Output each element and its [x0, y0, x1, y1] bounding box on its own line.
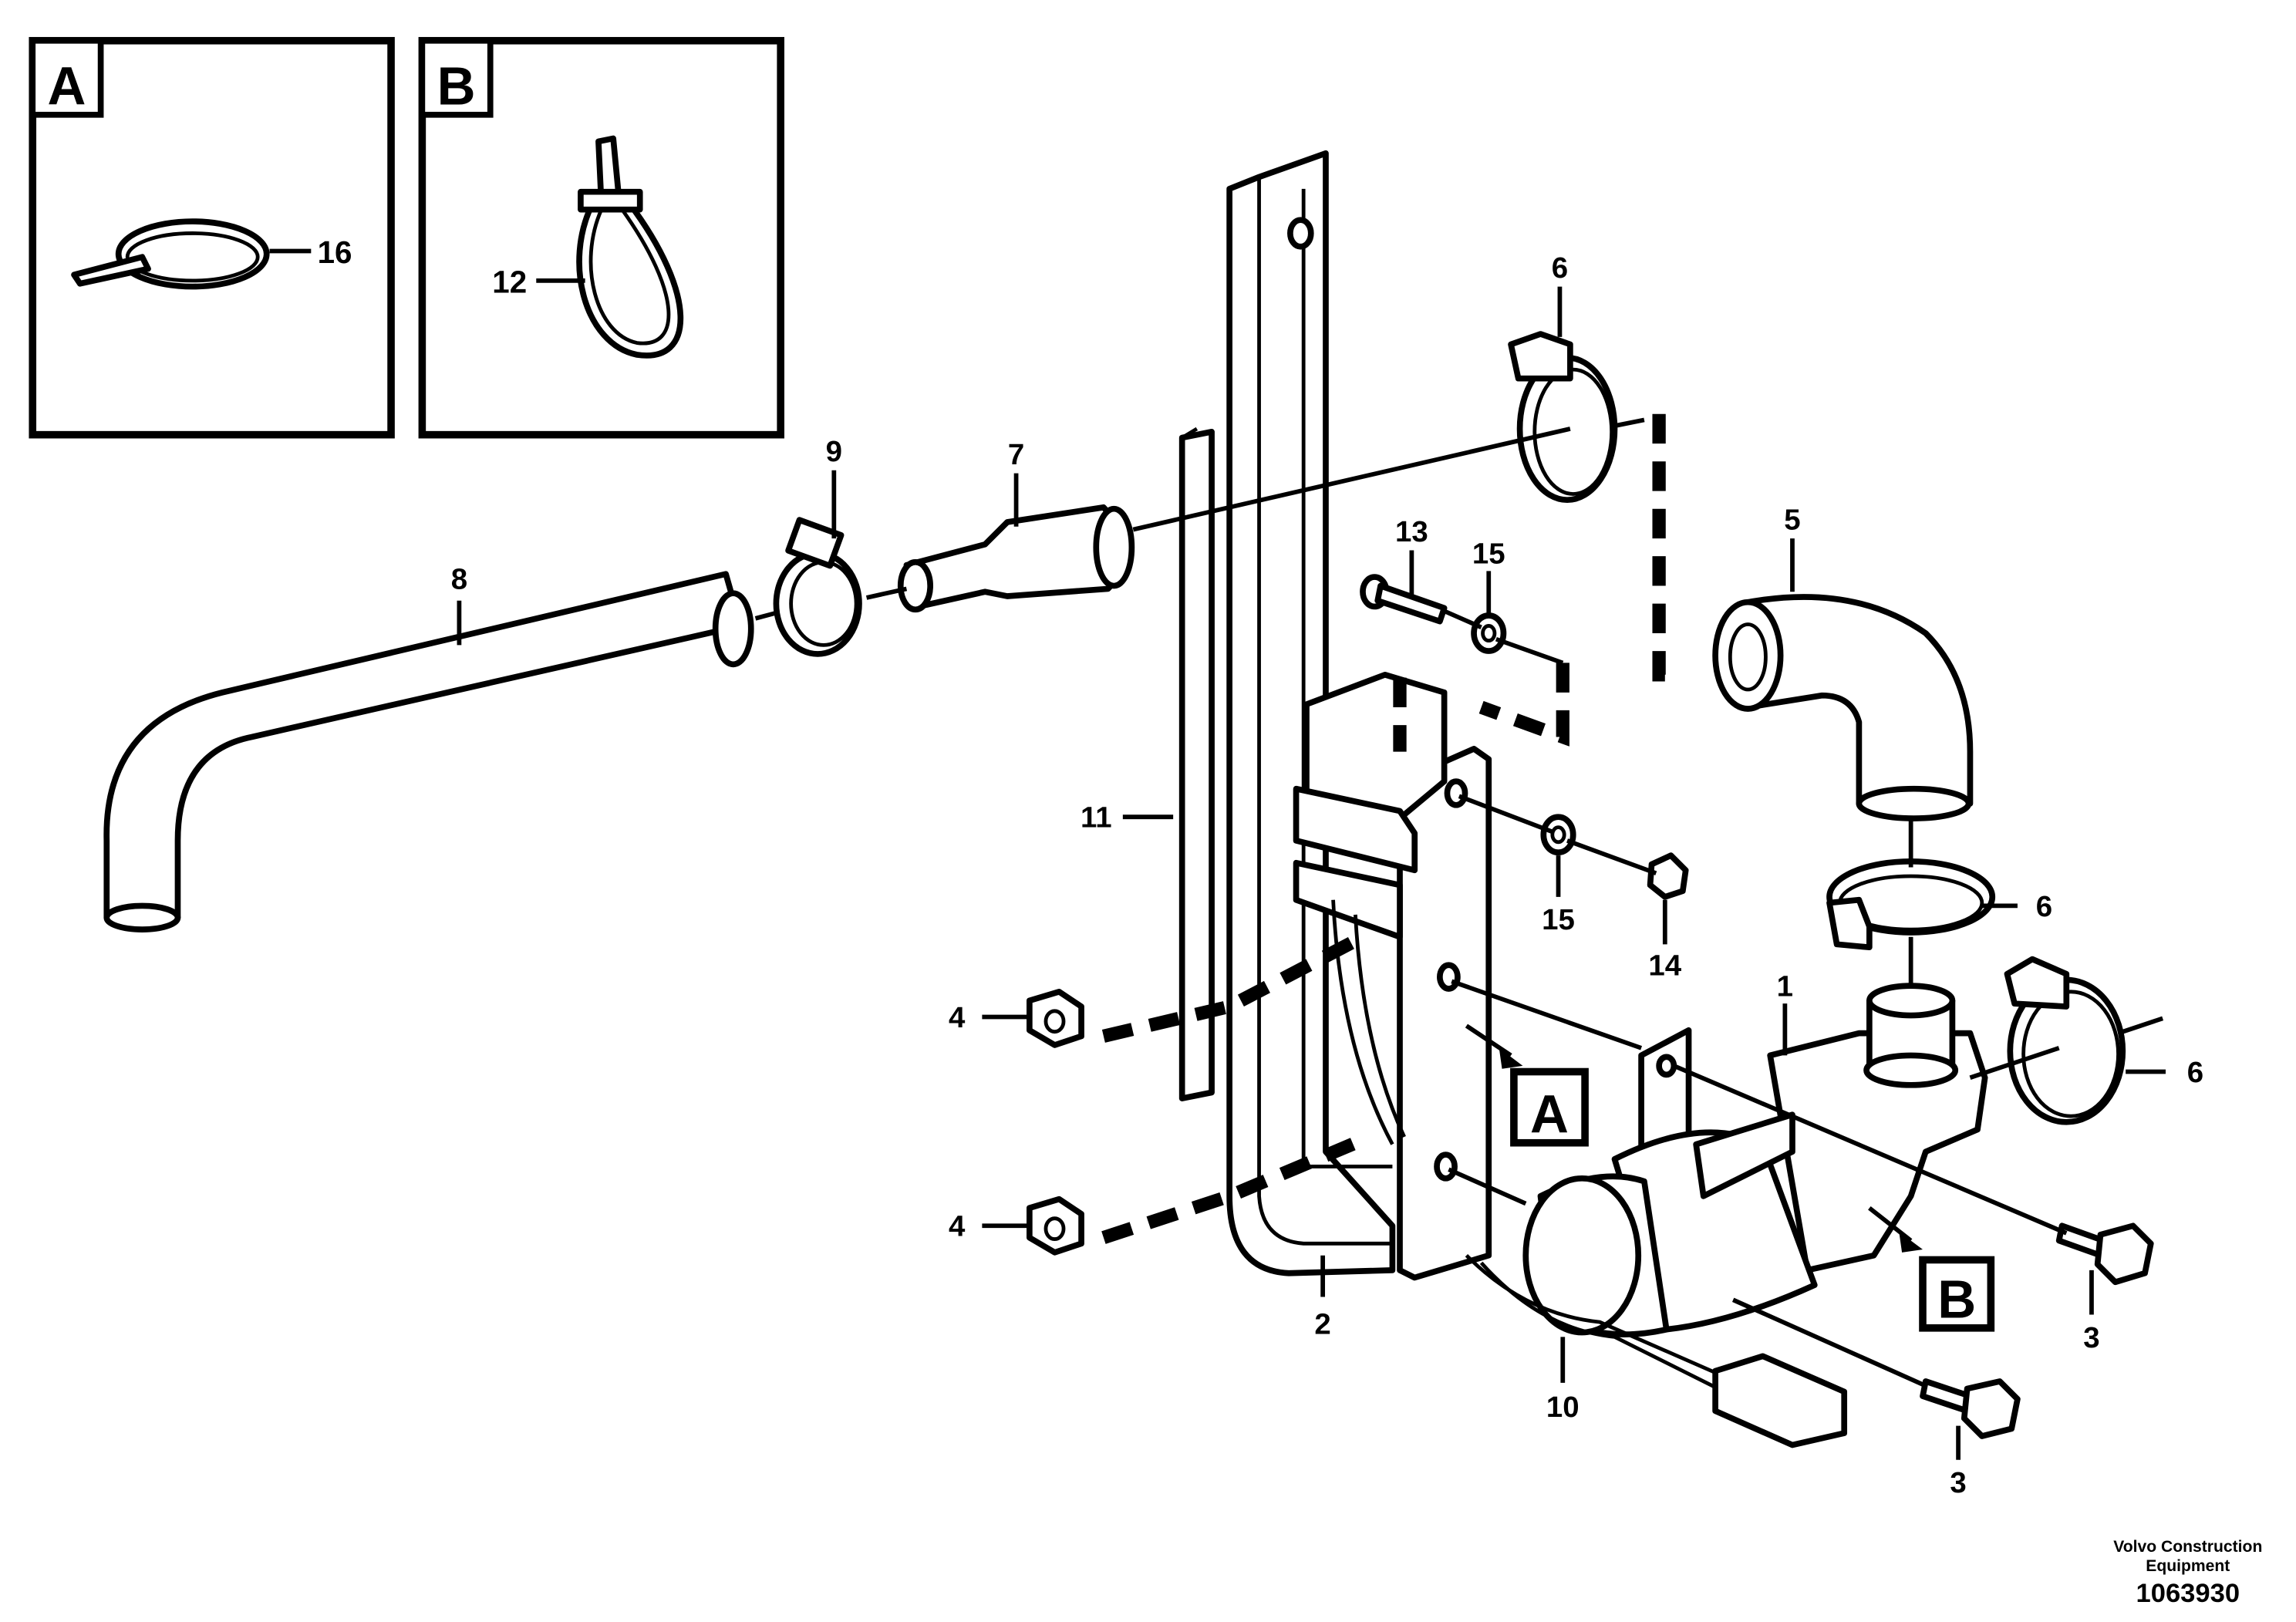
nut-4-upper [1027, 988, 1084, 1048]
label-11: 11 [1081, 801, 1112, 835]
label-15-upper: 15 [1472, 538, 1505, 571]
label-4-lower: 4 [949, 1210, 966, 1243]
relay-block [1293, 671, 1448, 1145]
inset-a-letter: A [47, 56, 86, 116]
label-13: 13 [1395, 515, 1428, 548]
callout-a: A [1465, 1023, 1589, 1147]
footer: Volvo Construction Equipment 1063930 [2113, 1538, 2262, 1608]
label-4-upper: 4 [949, 1001, 966, 1034]
label-8: 8 [451, 562, 467, 595]
nut-4-lower [1027, 1195, 1084, 1256]
inset-b-letter: B [437, 56, 476, 116]
strip [1178, 427, 1215, 1101]
label-16: 16 [318, 234, 352, 270]
inset-a: A 16 [29, 36, 395, 439]
wire-harness-10 [1465, 1253, 1848, 1448]
nut-14 [1647, 852, 1689, 900]
label-6-right: 6 [2187, 1056, 2203, 1089]
cable-tie-icon [71, 218, 270, 290]
label-3-lower: 3 [1950, 1466, 1966, 1499]
bracket [1226, 150, 1492, 1281]
label-5: 5 [1784, 504, 1800, 537]
assembly-lines [754, 413, 2164, 1388]
clamp-9 [773, 517, 862, 657]
adapter-7 [897, 504, 1135, 613]
label-6-top: 6 [1552, 251, 1568, 285]
label-6-middle: 6 [2036, 890, 2052, 923]
hose-8 [103, 571, 754, 932]
pump-assembly [1522, 983, 1988, 1337]
part-labels: 8 9 7 6 5 13 15 11 6 15 14 1 6 4 4 2 10 [451, 251, 2203, 1499]
label-7: 7 [1008, 438, 1024, 471]
screw-13 [1360, 574, 1448, 625]
label-2: 2 [1314, 1307, 1330, 1340]
label-15-lower: 15 [1542, 903, 1575, 936]
inset-b: B 12 [418, 36, 784, 439]
label-12: 12 [492, 264, 527, 299]
clamp-6-right [2004, 956, 2126, 1125]
label-3-upper: 3 [2083, 1321, 2099, 1354]
callout-b: B [1868, 1206, 1995, 1332]
callout-a-letter: A [1530, 1084, 1569, 1144]
bolt-3-upper [2055, 1222, 2154, 1286]
document-number: 1063930 [2136, 1579, 2240, 1608]
label-14: 14 [1648, 949, 1681, 983]
bolt-3-lower [1920, 1378, 2021, 1439]
footer-company-line2: Equipment [2146, 1557, 2230, 1575]
elbow-hose-5 [1712, 594, 1974, 821]
footer-company-line1: Volvo Construction [2113, 1538, 2262, 1556]
washer-15-upper [1471, 612, 1507, 654]
washer-15-lower [1540, 814, 1576, 856]
cable-tie-loop-icon [576, 135, 684, 359]
callout-b-letter: B [1937, 1269, 1976, 1329]
label-10: 10 [1546, 1391, 1580, 1424]
clamp-6-top [1508, 331, 1618, 504]
clamp-6-middle [1826, 858, 1996, 951]
label-1: 1 [1777, 970, 1793, 1003]
label-9: 9 [826, 435, 842, 468]
